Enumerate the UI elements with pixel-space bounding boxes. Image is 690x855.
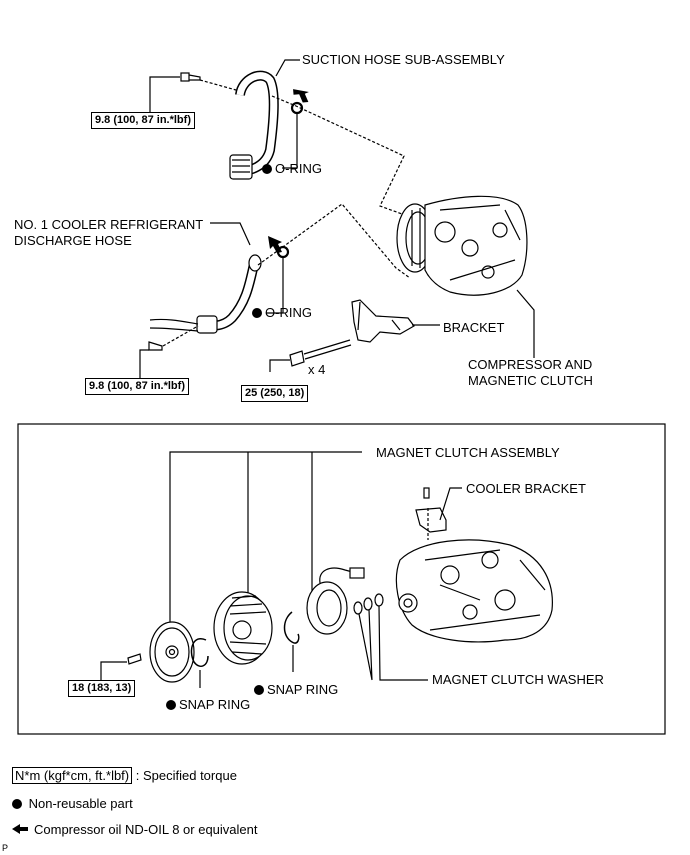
cooler-bracket-illustration — [415, 487, 447, 533]
legend-non-reusable: Non-reusable part — [12, 796, 133, 811]
non-reusable-dot-icon — [254, 685, 264, 695]
legend-torque: N*m (kgf*cm, ft.*lbf) : Specified torque — [12, 767, 237, 784]
bracket-illustration — [351, 299, 415, 343]
snap-ring-1-illustration — [190, 637, 209, 667]
non-reusable-dot-icon — [262, 164, 272, 174]
snap-ring-2-illustration — [283, 611, 300, 644]
legend-torque-unit: N*m (kgf*cm, ft.*lbf) — [12, 767, 133, 784]
magnet-clutch-washer-label: MAGNET CLUTCH WASHER — [432, 672, 604, 687]
discharge-hose-label: NO. 1 COOLER REFRIGERANT DISCHARGE HOSE — [14, 217, 204, 248]
compressor-bolt-illustration — [289, 339, 352, 367]
snap-ring-1-label: SNAP RING — [166, 697, 250, 712]
torque-suction-bolt: 9.8 (100, 87 in.*lbf) — [91, 112, 195, 129]
compressor-illustration — [396, 195, 528, 296]
suction-hose-illustration — [229, 70, 279, 180]
oil-arrow-icon — [12, 824, 28, 834]
bolt-quantity-label: x 4 — [308, 362, 326, 377]
footer-mark: P — [2, 843, 9, 853]
torque-compressor-bolts: 25 (250, 18) — [241, 385, 309, 402]
legend-torque-desc: : Specified torque — [135, 768, 237, 783]
snap-ring-2-label: SNAP RING — [254, 682, 338, 697]
clutch-bolt-illustration — [127, 653, 142, 665]
o-ring-2-label: O-RING — [252, 305, 312, 320]
magnet-clutch-assembly-label: MAGNET CLUTCH ASSEMBLY — [376, 445, 560, 460]
torque-discharge-bolt: 9.8 (100, 87 in.*lbf) — [85, 378, 189, 395]
compressor-label: COMPRESSOR AND MAGNETIC CLUTCH — [468, 357, 593, 388]
suction-hose-label: SUCTION HOSE SUB-ASSEMBLY — [302, 52, 505, 67]
torque-clutch-bolt: 18 (183, 13) — [68, 680, 136, 697]
pulley-illustration — [213, 591, 273, 665]
non-reusable-dot-icon — [12, 799, 22, 809]
discharge-bolt-illustration — [148, 341, 163, 351]
oil-arrow-icon — [268, 236, 282, 253]
pressure-plate-illustration — [149, 621, 195, 683]
suction-bolt-illustration — [180, 72, 201, 82]
non-reusable-dot-icon — [252, 308, 262, 318]
field-coil-illustration — [306, 567, 365, 635]
magnet-clutch-section-frame — [17, 423, 666, 735]
compressor-lower-illustration — [395, 539, 553, 643]
cooler-bracket-label: COOLER BRACKET — [466, 481, 586, 496]
discharge-hose-illustration — [149, 254, 262, 334]
oil-arrow-icon — [293, 89, 309, 103]
legend-oil: Compressor oil ND-OIL 8 or equivalent — [34, 822, 258, 837]
non-reusable-dot-icon — [166, 700, 176, 710]
o-ring-1-label: O-RING — [262, 161, 322, 176]
bracket-label: BRACKET — [443, 320, 505, 335]
